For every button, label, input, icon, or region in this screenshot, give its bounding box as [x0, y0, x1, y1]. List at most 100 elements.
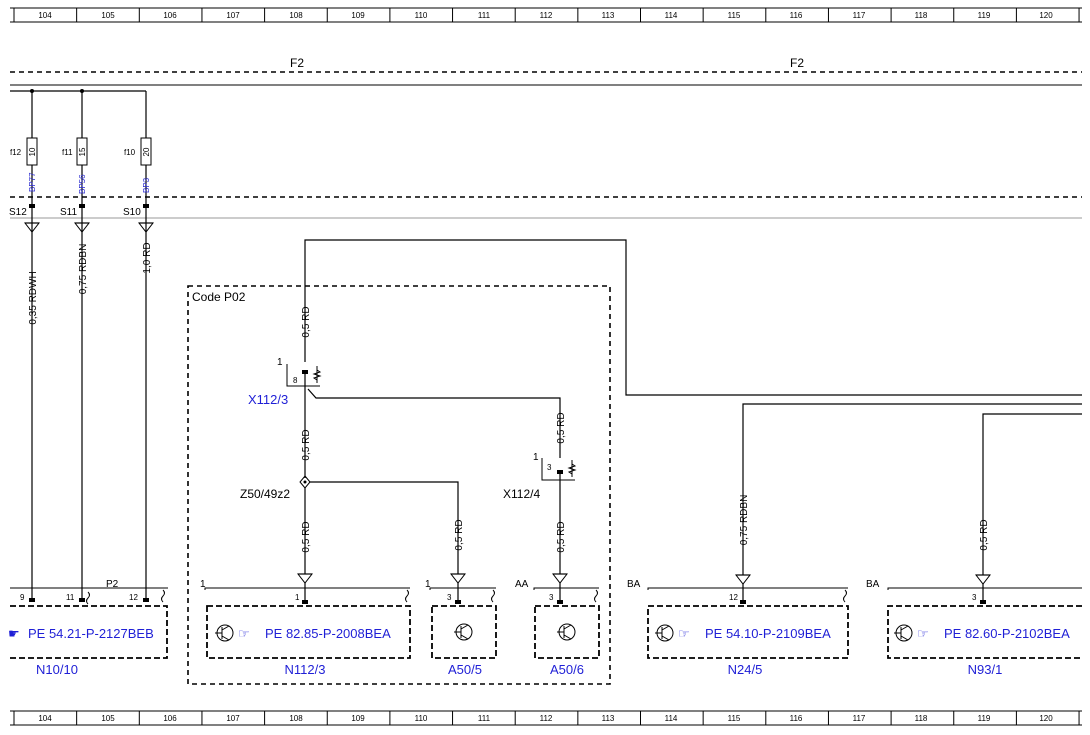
- fuse-f10-rating: 20: [142, 147, 151, 156]
- grid-col-110-bottom: 110: [415, 714, 428, 723]
- connector-x112-4: 0,5 RD 1 3 X112/4 0,5 RD: [503, 412, 577, 574]
- wire-0-35-rdwh: 0,35 RDWH: [28, 271, 39, 324]
- transistor-icon-a50-5: [454, 623, 473, 641]
- module-a50-6-plug: AA: [515, 579, 529, 590]
- x112-3-label: X112/3: [248, 392, 288, 407]
- wire-0-75-rdbn: 0,75 RDBN: [78, 244, 89, 295]
- grid-col-117-bottom: 117: [853, 714, 866, 723]
- socket-s10: S10: [123, 207, 141, 218]
- wire-0-75-rdbn-n24: 0,75 RDBN: [739, 495, 750, 546]
- bus-label-f2-right: F2: [790, 56, 804, 70]
- top-grid-strip: 104 105 106 107 108 109 110 111 112 113 …: [10, 7, 1082, 23]
- z50-label: Z50/49z2: [240, 487, 290, 501]
- module-a50-6: AA 3 A50/6: [515, 573, 600, 677]
- grid-col-111: 111: [478, 11, 491, 20]
- module-n10-10-label: N10/10: [36, 662, 78, 677]
- transistor-icon-a50-6: [557, 623, 576, 641]
- grid-col-115: 115: [728, 11, 741, 20]
- grid-col-109: 109: [351, 11, 365, 20]
- fuse-f12-name: f12: [10, 148, 22, 157]
- x112-3-side: 1: [277, 357, 283, 368]
- bottom-grid-strip: 104 105 106 107 108 109 110 111 112 113 …: [10, 710, 1082, 726]
- fuse-f11-rating: 15: [78, 147, 87, 156]
- fuse-f11: 15 f11 BP56 S11 0,75 RDBN: [60, 89, 91, 598]
- a50-5-pin-3: 3: [447, 593, 452, 602]
- wire-0-5-rd-5: 0,5 RD: [556, 412, 567, 443]
- hand-pointer-icon-n112-3[interactable]: ☞: [238, 626, 250, 641]
- n10-10-pin-9: 9: [20, 593, 25, 602]
- fuse-f12-rating: 10: [28, 147, 37, 156]
- module-n112-3-label: N112/3: [285, 662, 326, 677]
- grid-col-116: 116: [790, 11, 803, 20]
- wire-0-5-rd-1: 0,5 RD: [301, 306, 312, 337]
- fuse-f10: 20 f10 BP3 S10 1,0 RD: [123, 91, 155, 598]
- grid-col-118: 118: [915, 11, 928, 20]
- grid-col-120: 120: [1039, 11, 1053, 20]
- grid-col-111-bottom: 111: [478, 714, 491, 723]
- wire-routing: [304, 239, 1082, 575]
- grid-col-116-bottom: 116: [790, 714, 803, 723]
- hand-pointer-icon-n10-10[interactable]: ☛: [8, 626, 20, 641]
- module-a50-5-label: A50/5: [448, 662, 482, 677]
- grid-col-108-bottom: 108: [289, 714, 303, 723]
- module-n93-1: 0,5 RD BA 3 ☞ PE 82.60-P-2102BEA N93/1: [866, 519, 1082, 677]
- grid-col-105: 105: [101, 11, 115, 20]
- transistor-icon-n112-3: [215, 624, 234, 642]
- fuse-f11-name: f11: [62, 148, 73, 157]
- transistor-icon-n93-1: [894, 624, 913, 642]
- grid-col-119: 119: [978, 11, 991, 20]
- n112-3-pin-1: 1: [295, 593, 300, 602]
- hand-pointer-icon-n24-5[interactable]: ☞: [678, 626, 690, 641]
- module-n93-1-label: N93/1: [968, 662, 1003, 677]
- module-a50-5-plug: 1: [425, 579, 431, 590]
- n10-10-pin-12: 12: [129, 593, 138, 602]
- code-p02-label: Code P02: [192, 290, 246, 304]
- fuse-f12-bp: BP77: [28, 172, 37, 192]
- grid-col-120-bottom: 120: [1039, 714, 1053, 723]
- module-n93-1-plug: BA: [866, 579, 880, 590]
- module-n24-5: 0,75 RDBN BA 12 ☞ PE 54.10-P-2109BEA N24…: [627, 495, 849, 677]
- grid-col-115-bottom: 115: [728, 714, 741, 723]
- fuse-f11-bp: BP56: [78, 174, 87, 194]
- code-p02-box: Code P02: [187, 285, 611, 685]
- grid-col-113: 113: [602, 11, 615, 20]
- fuse-f12: 10 f12 BP77 S12 0,35 RDWH: [9, 89, 41, 598]
- splice-z50-49z2: Z50/49z2 0,5 RD 0,5 RD: [240, 475, 465, 574]
- module-n112-3-reference[interactable]: PE 82.85-P-2008BEA: [265, 626, 391, 641]
- module-n24-5-reference[interactable]: PE 54.10-P-2109BEA: [705, 626, 831, 641]
- transistor-icon-n24-5: [655, 624, 674, 642]
- grid-col-108: 108: [289, 11, 303, 20]
- module-n10-10-plug: P2: [106, 579, 119, 590]
- module-a50-5: 1 3 A50/5: [425, 573, 497, 677]
- n93-1-pin-3: 3: [972, 593, 977, 602]
- grid-col-104: 104: [38, 11, 52, 20]
- grid-col-118-bottom: 118: [915, 714, 928, 723]
- n10-10-pin-11: 11: [66, 593, 75, 602]
- grid-col-109-bottom: 109: [351, 714, 365, 723]
- grid-col-113-bottom: 113: [602, 714, 615, 723]
- n24-5-pin-12: 12: [729, 593, 738, 602]
- grid-col-104-bottom: 104: [38, 714, 52, 723]
- module-n93-1-reference[interactable]: PE 82.60-P-2102BEA: [944, 626, 1070, 641]
- socket-s11: S11: [60, 207, 77, 218]
- x112-4-label: X112/4: [503, 487, 540, 501]
- wire-0-5-rd-3: 0,5 RD: [301, 521, 312, 552]
- grid-col-119-bottom: 119: [978, 714, 991, 723]
- fuse-f10-name: f10: [124, 148, 136, 157]
- module-n10-10-reference[interactable]: PE 54.21-P-2127BEB: [28, 626, 154, 641]
- module-n112-3: 1 1 ☞ PE 82.85-P-2008BEA N112/3: [200, 573, 411, 677]
- connector-x112-3: 0,5 RD 1 8 X112/3 0,5 RD: [248, 306, 561, 478]
- grid-col-106-bottom: 106: [163, 714, 177, 723]
- f2-bus: F2 F2: [10, 56, 1082, 219]
- hand-pointer-icon-n93-1[interactable]: ☞: [917, 626, 929, 641]
- grid-col-112: 112: [540, 11, 553, 20]
- module-n24-5-plug: BA: [627, 579, 641, 590]
- wire-1-0-rd: 1,0 RD: [142, 242, 153, 273]
- x112-4-side: 1: [533, 452, 539, 463]
- x112-4-pin: 3: [547, 463, 552, 472]
- module-a50-6-label: A50/6: [550, 662, 584, 677]
- bus-label-f2-left: F2: [290, 56, 304, 70]
- grid-col-114: 114: [665, 11, 678, 20]
- module-n112-3-plug: 1: [200, 579, 206, 590]
